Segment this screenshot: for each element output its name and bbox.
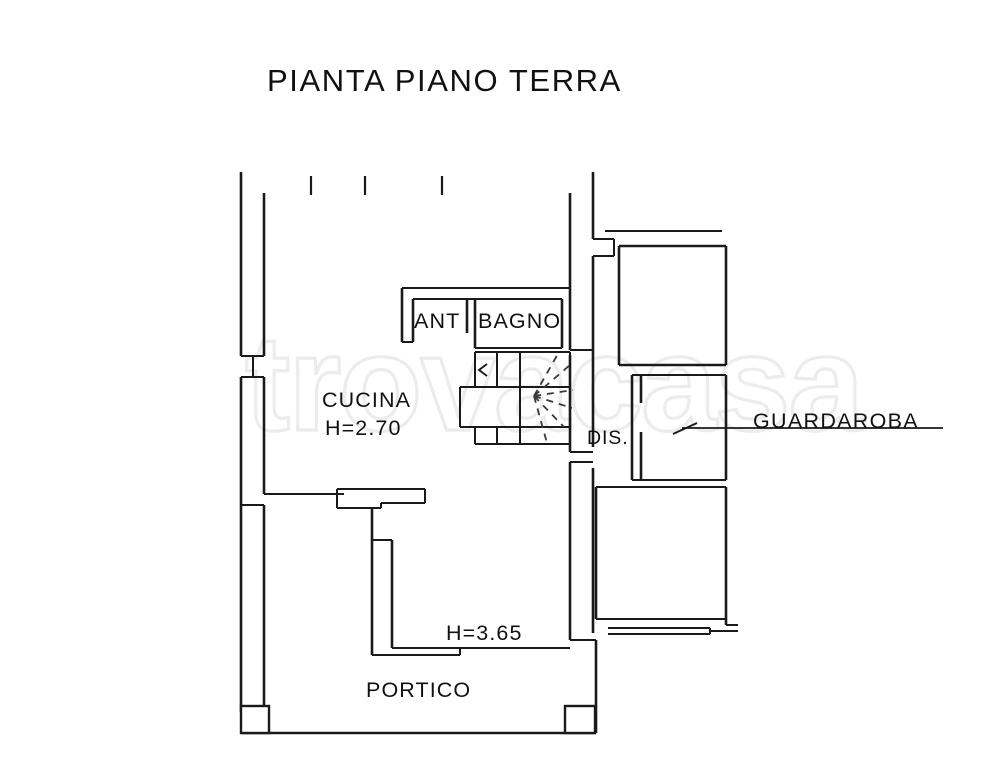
room-upper-right — [605, 230, 728, 367]
staircase — [459, 351, 574, 445]
room-label-ant: ANT — [414, 309, 460, 333]
top-wall-tick-marks — [309, 176, 444, 195]
callout-guardaroba: GUARDAROBA — [682, 409, 943, 433]
pillar-bottom-left — [239, 704, 271, 735]
room-label-bagno: BAGNO — [478, 309, 561, 333]
room-ant — [400, 287, 570, 348]
room-bagno — [475, 298, 564, 349]
room-label-dis: DIS. — [587, 427, 629, 449]
room-label-cucina: CUCINA — [322, 388, 411, 412]
page-title: PIANTA PIANO TERRA — [267, 63, 622, 98]
stair-winder-steps — [533, 351, 574, 444]
watermark-text: trovacasa — [245, 307, 865, 459]
height-label-portico: H=3.65 — [446, 621, 523, 645]
room-label-portico: PORTICO — [366, 678, 471, 702]
watermark: trovacasa — [243, 305, 869, 460]
stair-direction-arrow — [477, 363, 488, 377]
pillar-bottom-right — [563, 704, 597, 735]
portico-walls — [336, 488, 570, 656]
callout-label-guardaroba: GUARDAROBA — [753, 409, 919, 433]
exterior-walls — [239, 172, 597, 735]
room-lower-right — [594, 486, 738, 635]
height-label-cucina: H=2.70 — [325, 416, 402, 440]
